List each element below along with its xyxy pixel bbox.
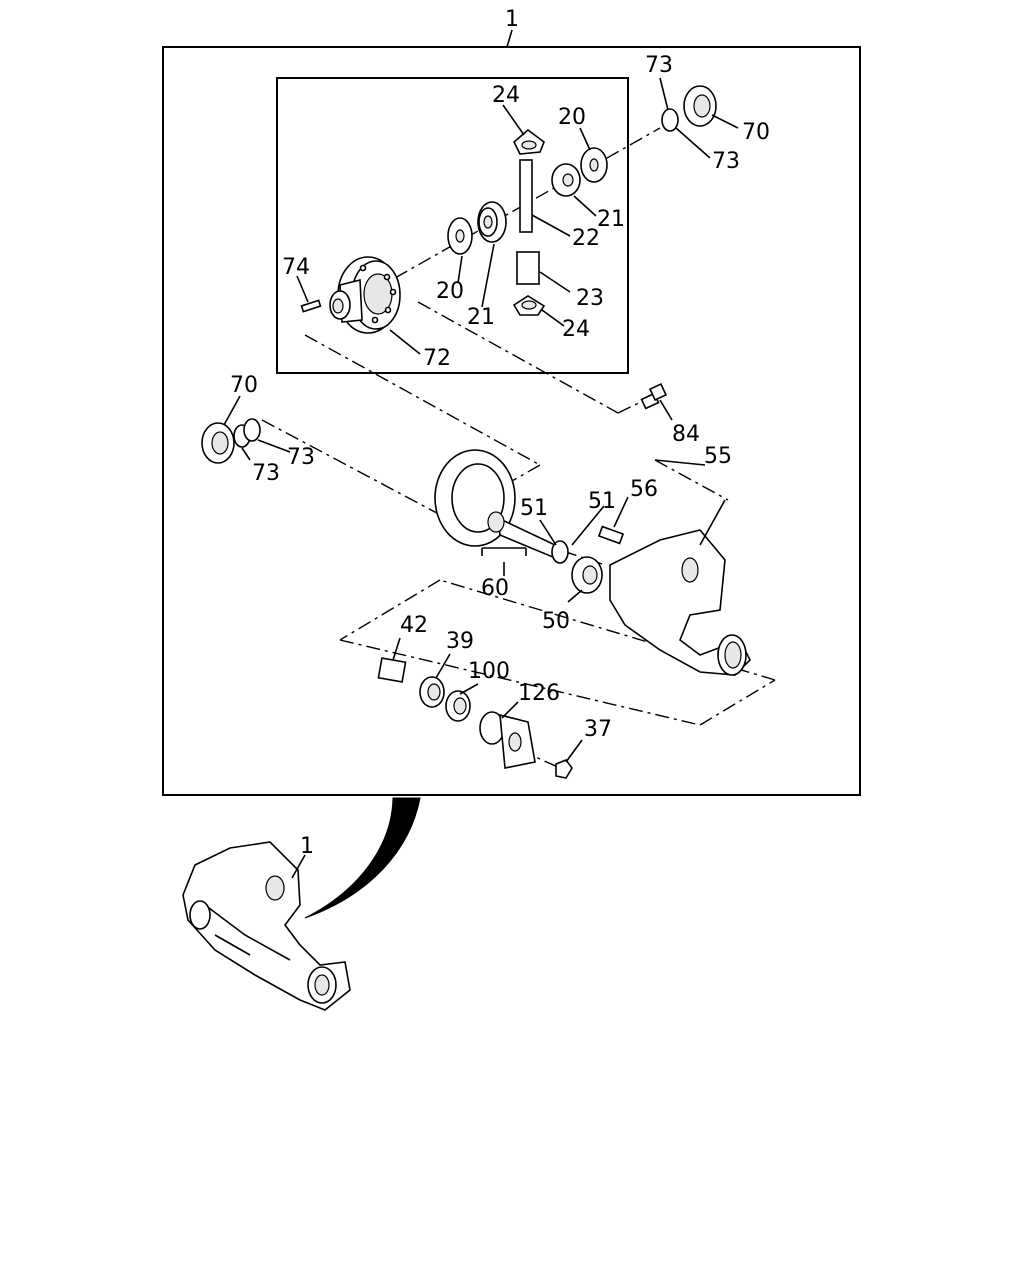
label-24-lower: 24 (562, 317, 590, 342)
label-1-top: 1 (505, 7, 519, 32)
label-72: 72 (423, 346, 451, 371)
bearing-70-right (683, 85, 717, 127)
centerline-bolt (617, 399, 646, 414)
label-51-left: 51 (520, 496, 548, 521)
label-42: 42 (400, 613, 428, 638)
side-gear-21-upper (551, 163, 581, 197)
label-73-right-bottom: 73 (712, 149, 740, 174)
bearing-50 (571, 556, 603, 594)
pinion-shaft-22 (519, 159, 533, 233)
assembly-frame (162, 46, 861, 796)
bolt-84 (640, 382, 668, 410)
carrier-housing-55 (609, 529, 751, 676)
label-37: 37 (584, 717, 612, 742)
side-gear-21-lower (477, 201, 507, 243)
centerline-pinion (339, 579, 441, 641)
label-60: 60 (481, 576, 509, 601)
pin-74 (300, 299, 322, 313)
label-22: 22 (572, 226, 600, 251)
label-56: 56 (630, 477, 658, 502)
label-74: 74 (282, 255, 310, 280)
label-21-lower: 21 (467, 305, 495, 330)
differential-subframe (276, 77, 629, 374)
label-84: 84 (672, 422, 700, 447)
label-73-left-a: 73 (287, 445, 315, 470)
label-20-upper: 20 (558, 105, 586, 130)
pinion-gear-24-upper (513, 128, 545, 155)
centerline-housing-lower (699, 679, 776, 726)
collapsible-spacer-42 (377, 657, 407, 683)
centerline-pinion-bottom (339, 639, 701, 726)
label-50: 50 (542, 609, 570, 634)
label-73-right-top: 73 (645, 53, 673, 78)
label-24-upper: 24 (492, 83, 520, 108)
label-70-left: 70 (230, 373, 258, 398)
assembled-differential-inset (182, 841, 351, 1011)
label-70-right: 70 (742, 120, 770, 145)
bearing-39 (419, 676, 445, 708)
bolt-56 (597, 525, 625, 545)
shim-73-right (661, 108, 679, 132)
label-51-right: 51 (588, 489, 616, 514)
label-21-upper: 21 (597, 207, 625, 232)
centerline-left-bearing (261, 419, 451, 521)
centerline-housing-upper (654, 459, 729, 501)
label-100: 100 (468, 659, 510, 684)
label-55: 55 (704, 444, 732, 469)
centerline-case-to-right-bearing (394, 127, 661, 279)
bearing-70-left (201, 422, 235, 464)
differential-case-72 (329, 256, 401, 334)
ring-gear-pinion-set-60 (434, 449, 562, 562)
centerline-case-to-bolt (417, 301, 619, 414)
companion-flange-126 (479, 711, 536, 769)
bearing-51 (551, 540, 569, 564)
centerline-case-down (304, 334, 541, 466)
oil-seal-100 (445, 690, 471, 722)
label-20-lower: 20 (436, 279, 464, 304)
thrust-block-23 (516, 251, 540, 285)
pinion-gear-24-lower (512, 295, 546, 316)
inset-pointer-arrow (304, 797, 421, 919)
label-73-left-b: 73 (252, 461, 280, 486)
shim-73-left-b (243, 418, 261, 442)
label-1-inset: 1 (300, 834, 314, 859)
leader-1-top (506, 29, 513, 48)
leader-1-inset (291, 854, 306, 879)
label-126: 126 (518, 681, 560, 706)
label-23: 23 (576, 286, 604, 311)
nut-37 (555, 759, 573, 779)
label-39: 39 (446, 629, 474, 654)
